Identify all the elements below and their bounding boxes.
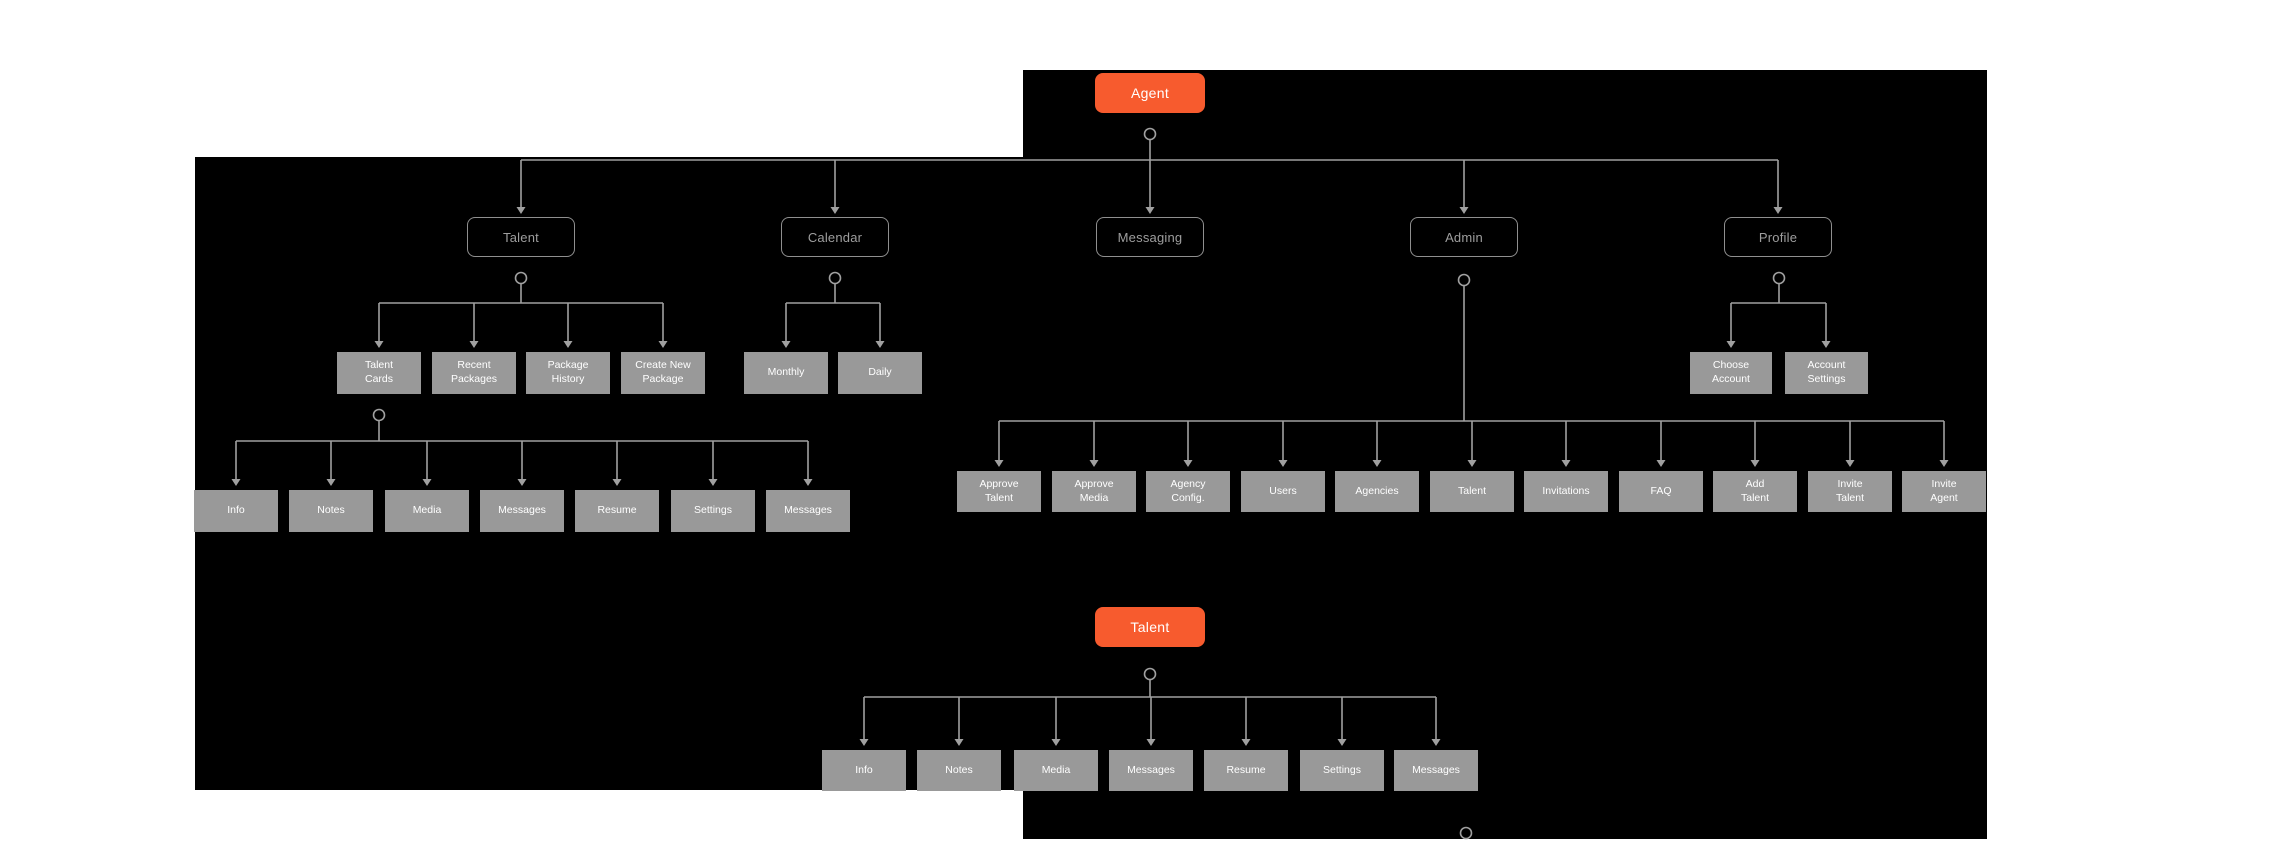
- node-section-profile[interactable]: Profile: [1724, 217, 1832, 257]
- node-section-admin[interactable]: Admin: [1410, 217, 1518, 257]
- node-section-calendar[interactable]: Calendar: [781, 217, 889, 257]
- node-choose-account[interactable]: Choose Account: [1690, 352, 1772, 394]
- node-media[interactable]: Media: [385, 490, 469, 532]
- node-users[interactable]: Users: [1241, 471, 1325, 512]
- node-agency-config[interactable]: Agency Config.: [1146, 471, 1230, 512]
- node-agencies[interactable]: Agencies: [1335, 471, 1419, 512]
- node-admin-talent[interactable]: Talent: [1430, 471, 1514, 512]
- canvas-left-panel: [195, 157, 1023, 790]
- node-invite-agent[interactable]: Invite Agent: [1902, 471, 1986, 512]
- node-t-messages[interactable]: Messages: [1109, 750, 1193, 791]
- node-invite-talent[interactable]: Invite Talent: [1808, 471, 1892, 512]
- node-package-history[interactable]: Package History: [526, 352, 610, 394]
- node-t-settings[interactable]: Settings: [1300, 750, 1384, 791]
- node-faq[interactable]: FAQ: [1619, 471, 1703, 512]
- node-notes[interactable]: Notes: [289, 490, 373, 532]
- node-info[interactable]: Info: [194, 490, 278, 532]
- node-talent-root[interactable]: Talent: [1095, 607, 1205, 647]
- node-invitations[interactable]: Invitations: [1524, 471, 1608, 512]
- node-resume[interactable]: Resume: [575, 490, 659, 532]
- node-t-notes[interactable]: Notes: [917, 750, 1001, 791]
- node-create-new-package[interactable]: Create New Package: [621, 352, 705, 394]
- node-t-media[interactable]: Media: [1014, 750, 1098, 791]
- node-t-resume[interactable]: Resume: [1204, 750, 1288, 791]
- node-section-talent[interactable]: Talent: [467, 217, 575, 257]
- node-daily[interactable]: Daily: [838, 352, 922, 394]
- node-recent-packages[interactable]: Recent Packages: [432, 352, 516, 394]
- node-approve-media[interactable]: Approve Media: [1052, 471, 1136, 512]
- node-agent-root[interactable]: Agent: [1095, 73, 1205, 113]
- node-approve-talent[interactable]: Approve Talent: [957, 471, 1041, 512]
- node-monthly[interactable]: Monthly: [744, 352, 828, 394]
- node-account-settings[interactable]: Account Settings: [1785, 352, 1868, 394]
- node-settings[interactable]: Settings: [671, 490, 755, 532]
- node-add-talent[interactable]: Add Talent: [1713, 471, 1797, 512]
- node-talent-cards[interactable]: Talent Cards: [337, 352, 421, 394]
- canvas-right-panel: [1023, 70, 1987, 839]
- node-t-info[interactable]: Info: [822, 750, 906, 791]
- node-messages-2[interactable]: Messages: [766, 490, 850, 532]
- node-section-messaging[interactable]: Messaging: [1096, 217, 1204, 257]
- node-t-messages-2[interactable]: Messages: [1394, 750, 1478, 791]
- node-messages[interactable]: Messages: [480, 490, 564, 532]
